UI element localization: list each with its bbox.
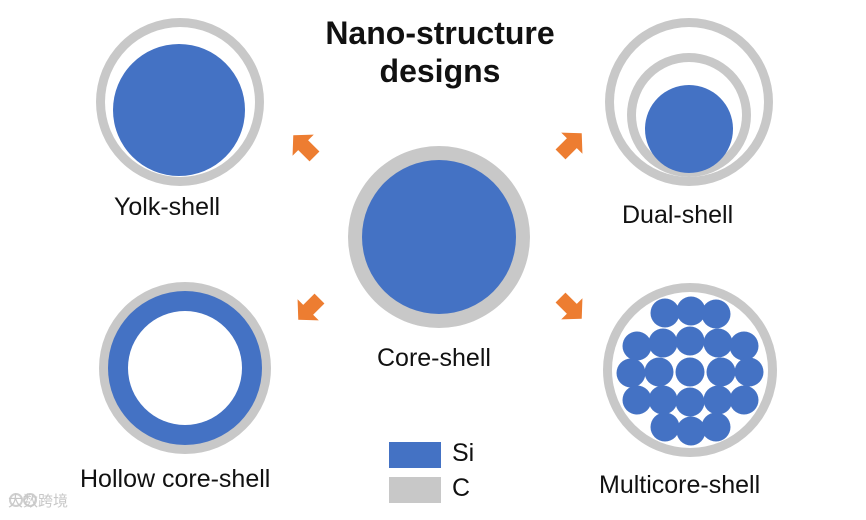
multicore-silicon-particle	[701, 412, 731, 442]
hollow-core-shell-structure	[99, 282, 271, 454]
multicore-silicon-particle	[729, 385, 759, 415]
multicore-silicon-particle	[675, 357, 705, 387]
label-hollow-core-shell: Hollow core-shell	[80, 465, 271, 493]
yolk-shell-structure	[96, 18, 264, 186]
multicore-silicon-particle	[650, 412, 680, 442]
legend-label-c: C	[452, 474, 471, 502]
label-multicore-shell: Multicore-shell	[599, 471, 761, 499]
legend-swatch-si	[389, 442, 441, 468]
multicore-silicon-particle	[648, 328, 678, 358]
label-core-shell: Core-shell	[377, 344, 491, 372]
arrow-to-multicore-shell	[555, 292, 583, 320]
multicore-silicon-particle	[644, 357, 674, 387]
multicore-silicon-particle	[675, 387, 705, 417]
multicore-silicon-particle	[622, 331, 652, 361]
watermark-logo-icon	[9, 493, 37, 507]
multicore-silicon-particle	[729, 331, 759, 361]
multicore-silicon-particle	[703, 385, 733, 415]
legend-swatch-c	[389, 477, 441, 503]
arrow-to-hollow-core-shell	[297, 293, 325, 321]
title-line-1: Nano-structure	[325, 15, 555, 51]
multicore-silicon-particle	[622, 385, 652, 415]
label-yolk-shell: Yolk-shell	[114, 193, 221, 221]
multicore-shell-structure	[603, 283, 777, 457]
core-shell-silicon-core	[362, 160, 516, 314]
hollow-core-shell-hollow-center	[128, 311, 242, 425]
legend-label-si: Si	[452, 439, 475, 467]
arrow-to-yolk-shell	[292, 134, 320, 162]
dual-shell-silicon-core	[645, 85, 733, 173]
label-dual-shell: Dual-shell	[622, 201, 734, 229]
multicore-silicon-particle	[675, 326, 705, 356]
multicore-silicon-particle	[648, 385, 678, 415]
multicore-silicon-particle	[650, 298, 680, 328]
multicore-silicon-particle	[616, 358, 646, 388]
page-title: Nano-structure designs	[300, 14, 580, 90]
multicore-shell-silicon-particles	[616, 296, 764, 446]
core-shell-structure	[348, 146, 530, 328]
yolk-shell-silicon-core	[113, 44, 245, 176]
arrows	[292, 132, 583, 321]
multicore-silicon-particle	[701, 299, 731, 329]
title-line-2: designs	[379, 53, 501, 89]
multicore-silicon-particle	[734, 357, 764, 387]
multicore-silicon-particle	[676, 296, 706, 326]
watermark-text: 大数跨境	[8, 493, 69, 510]
multicore-silicon-particle	[703, 328, 733, 358]
arrow-to-dual-shell	[555, 132, 583, 160]
multicore-silicon-particle	[706, 357, 736, 387]
dual-shell-structure	[605, 18, 773, 186]
multicore-silicon-particle	[676, 416, 706, 446]
